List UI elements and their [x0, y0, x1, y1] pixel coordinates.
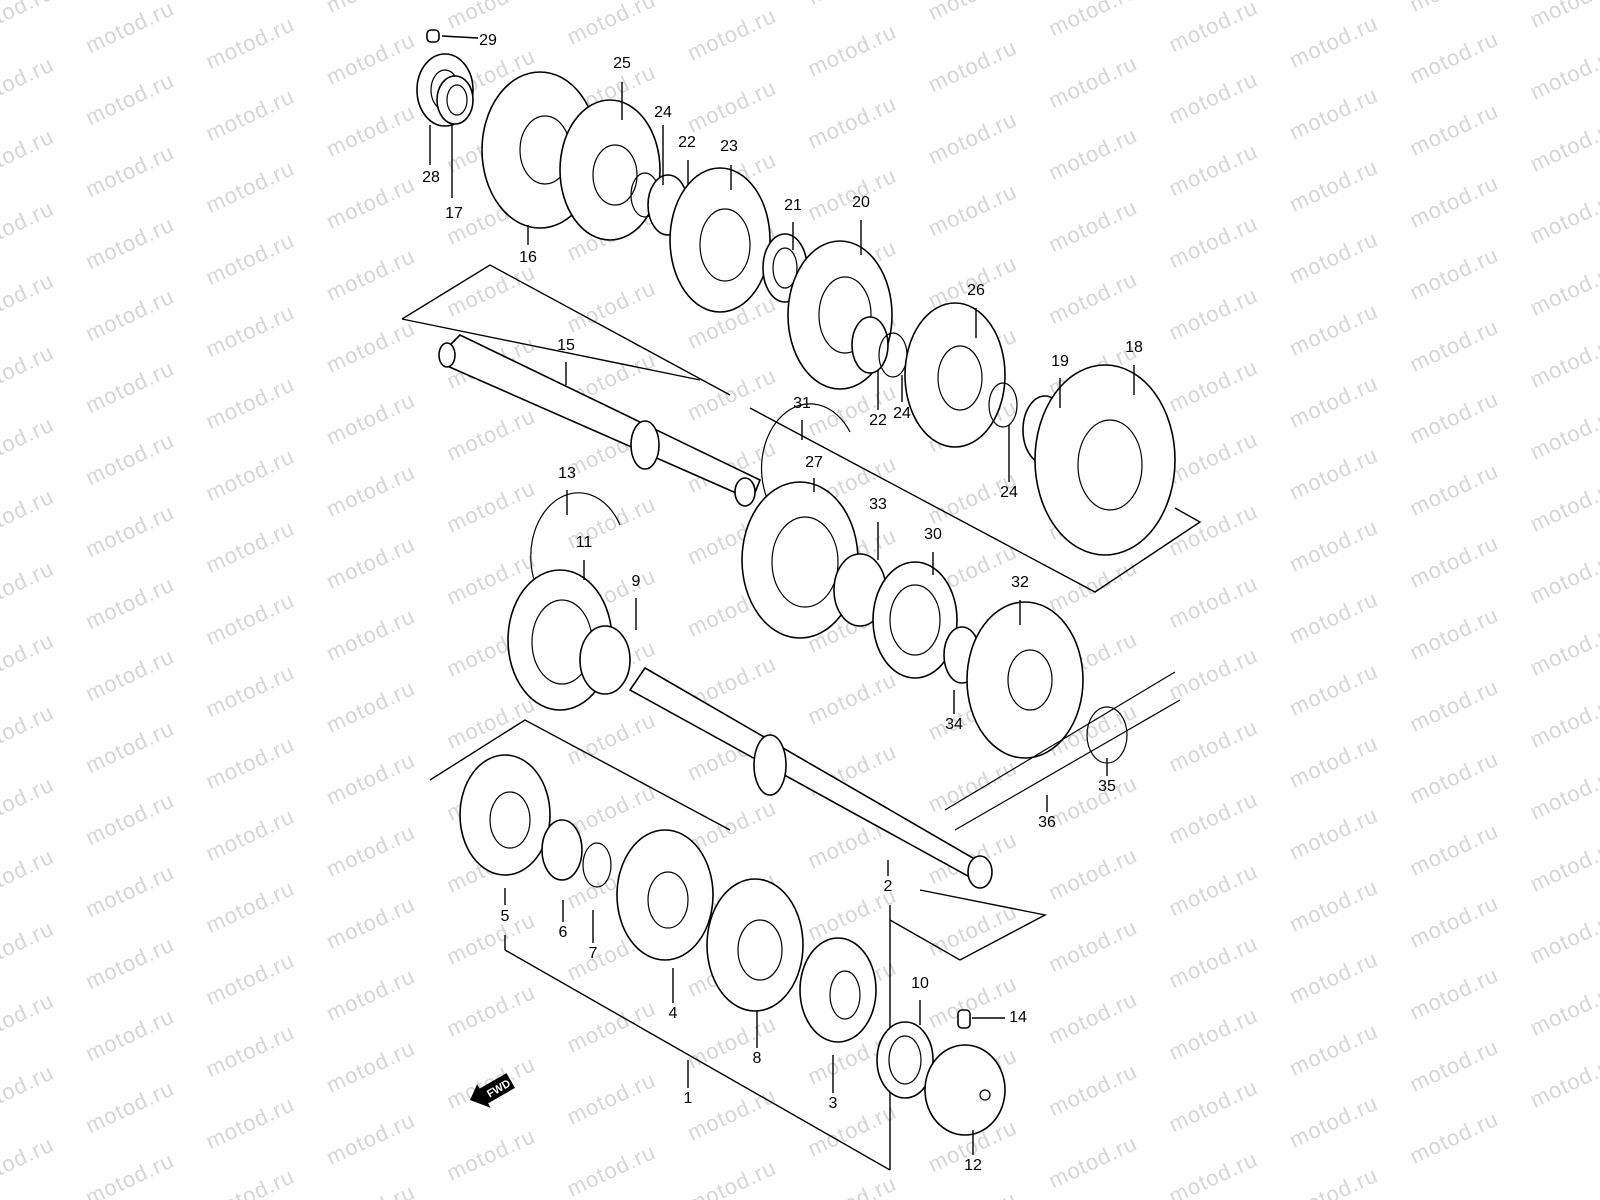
- callout-33: 33: [869, 496, 887, 513]
- callout-9: 9: [632, 573, 641, 590]
- callout-20: 20: [852, 194, 870, 211]
- callout-22b: 22: [869, 412, 887, 429]
- part-9-washer: [579, 625, 631, 695]
- part-31-clip: [760, 403, 851, 506]
- callout-labels: 1234567891011121314151617181920212222232…: [422, 32, 1143, 1174]
- part-10-oil-seal: [876, 1021, 934, 1099]
- callout-31: 31: [793, 395, 811, 412]
- part-6-bushing: [541, 819, 583, 881]
- part-12-cap: [924, 1044, 1006, 1136]
- leader-lines: [429, 35, 1135, 1155]
- part-32-sprocket: [966, 601, 1084, 759]
- callout-28: 28: [422, 169, 440, 186]
- part-24c-circlip: [988, 382, 1018, 428]
- part-14-pin: [957, 1009, 971, 1029]
- part-13-clip: [530, 492, 621, 589]
- part-3-gear: [799, 937, 877, 1043]
- part-26-gear: [904, 302, 1006, 448]
- callout-21: 21: [784, 197, 802, 214]
- part-18-gear: [1034, 364, 1176, 556]
- callout-5: 5: [501, 908, 510, 925]
- callout-32: 32: [1011, 574, 1029, 591]
- callout-8: 8: [753, 1050, 762, 1067]
- part-35-circlip: [1086, 706, 1128, 764]
- callout-35: 35: [1098, 778, 1116, 795]
- callout-15: 15: [557, 337, 575, 354]
- part-23-gear: [669, 167, 771, 313]
- callout-1: 1: [684, 1090, 693, 1107]
- part-25-gear: [559, 99, 661, 241]
- callout-36: 36: [1038, 814, 1056, 831]
- callout-4: 4: [669, 1005, 678, 1022]
- callout-7: 7: [589, 945, 598, 962]
- callout-24b: 24: [893, 405, 911, 422]
- callout-3: 3: [829, 1095, 838, 1112]
- callout-6: 6: [559, 924, 568, 941]
- part-2-driveshaft: [628, 666, 993, 889]
- callout-22: 22: [678, 134, 696, 151]
- callout-10: 10: [911, 975, 929, 992]
- part-29-pin: [426, 29, 440, 43]
- fwd-arrow-icon: FWD: [470, 1073, 515, 1108]
- part-7-circlip: [582, 842, 612, 888]
- callout-30: 30: [924, 526, 942, 543]
- callout-11: 11: [576, 534, 593, 551]
- callout-29: 29: [479, 32, 497, 49]
- callout-19: 19: [1051, 353, 1069, 370]
- callout-27: 27: [805, 454, 823, 471]
- part-8-gear: [706, 878, 804, 1012]
- callout-2: 2: [884, 878, 893, 895]
- callout-23: 23: [720, 138, 738, 155]
- part-5-gear: [459, 754, 551, 876]
- part-4-gear: [616, 829, 714, 961]
- part-17-washer: [436, 75, 474, 125]
- callout-17: 17: [445, 205, 463, 222]
- part-36-chain: [944, 671, 1181, 831]
- callout-13: 13: [558, 465, 576, 482]
- callout-26: 26: [967, 282, 985, 299]
- part-15-countershaft: [438, 334, 762, 507]
- callout-12: 12: [964, 1157, 982, 1174]
- callout-14: 14: [1009, 1009, 1027, 1026]
- part-22b-washer: [851, 316, 889, 374]
- callout-18: 18: [1125, 339, 1143, 356]
- group-frame-upper: [401, 264, 1202, 593]
- callout-34: 34: [945, 716, 963, 733]
- callout-24: 24: [654, 104, 672, 121]
- callout-24c: 24: [1000, 484, 1018, 501]
- callout-25: 25: [613, 55, 631, 72]
- part-30-oil-seal: [872, 561, 958, 679]
- callout-16: 16: [519, 249, 537, 266]
